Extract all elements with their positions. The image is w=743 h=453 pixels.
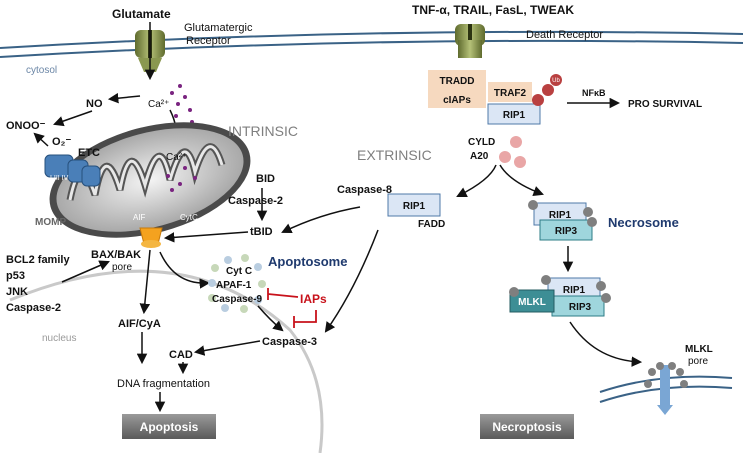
apoptosome-complex-icon [208, 254, 266, 313]
superoxide-label: O₂⁻ [52, 136, 71, 148]
aif-mito-label: AIF [133, 213, 146, 222]
tbid-label: tBID [250, 226, 273, 238]
pore-to-aif-arrow [139, 249, 151, 315]
caspase-2-label: Caspase-2 [228, 195, 283, 207]
nucleus-label: nucleus [42, 333, 76, 344]
mlkl-pore-label: MLKL [685, 344, 713, 355]
casp9-to-casp3-arrow [257, 305, 284, 332]
calcium-mito-label: Ca²⁺ [166, 152, 187, 163]
cyld-label: CYLD [468, 137, 495, 148]
extrinsic-label: EXTRINSIC [357, 147, 432, 163]
mlkl-rip1-label: RIP1 [563, 285, 586, 296]
p53-label: p53 [6, 270, 25, 282]
necrosome-rip1-label: RIP1 [549, 210, 572, 221]
etc-label: ETC [78, 147, 100, 159]
mlkl-to-pore-arrow [569, 321, 643, 367]
iaps-label: IAPs [300, 292, 327, 306]
mlkl-rip3-label: RIP3 [569, 302, 592, 313]
bcl2-to-pore-arrow [61, 260, 110, 283]
plasma-membrane [0, 30, 743, 58]
tradd-label: TRADD [440, 76, 475, 87]
ubiquitin-chain [499, 74, 562, 168]
bcl2-family-label: BCL2 family [6, 254, 70, 266]
bax-bak-label: BAX/BAK [91, 249, 141, 261]
onoo-label: ONOO⁻ [6, 120, 46, 132]
to-necrosome-arrow [499, 164, 544, 196]
death-receptor-label: Death Receptor [526, 29, 603, 41]
apoptosis-label: Apoptosis [140, 420, 199, 434]
necroptosis-banner [480, 414, 574, 439]
nuclear-envelope [9, 269, 324, 453]
o2-to-onoo-arrow [33, 132, 49, 147]
ciaps-label: cIAPs [443, 95, 471, 106]
rip1-survival-box [487, 103, 541, 125]
etc-complex-icon [44, 154, 101, 187]
calcium-mito-ions [166, 166, 197, 192]
dna-fragmentation-label: DNA fragmentation [117, 378, 210, 390]
tradd-complex [428, 70, 532, 108]
bax-bak-pore-icon [139, 227, 163, 248]
fadd-label: FADD [418, 219, 445, 230]
iaps-inhibit-casp3 [294, 310, 317, 323]
bax-bak-pore-label: pore [112, 262, 132, 273]
death-receptor-icon [455, 24, 485, 58]
apoptosome-cytc-label: Cyt C [226, 266, 252, 277]
casp8-to-casp3-arrow [324, 229, 379, 333]
no-label: NO [86, 98, 103, 110]
calcium-to-no-arrow [107, 92, 141, 104]
pro-survival-label: PRO SURVIVAL [628, 99, 702, 110]
death-ligands-label: TNF-α, TRAIL, FasL, TWEAK [412, 3, 574, 17]
momp-label: MOMP [35, 217, 66, 228]
apoptosome-title: Apoptosome [268, 254, 347, 269]
necrosome-title: Necrosome [608, 215, 679, 230]
etc-roman-label: I III IV [50, 175, 69, 182]
caspase-9-label: Caspase-9 [212, 294, 262, 305]
apoptosis-banner [122, 414, 216, 439]
mlkl-label: MLKL [518, 297, 546, 308]
calcium-label: Ca²⁺ [148, 99, 169, 110]
ub-label: Ub [552, 78, 560, 84]
bid-label: BID [256, 173, 275, 185]
cad-label: CAD [169, 349, 193, 361]
mlkl-pore-membrane [599, 362, 733, 415]
necrosome-complex [528, 200, 597, 241]
necrosome-rip3-label: RIP3 [555, 226, 578, 237]
to-rip1-fadd-arrow [456, 164, 497, 197]
apaf-1-label: APAF-1 [216, 280, 252, 291]
pore-to-apoptosome-arrow [159, 251, 211, 289]
rip1-survival-label: RIP1 [503, 110, 526, 121]
cytc-mito-label: CytC [180, 213, 198, 222]
mlkl-pore-sub-label: pore [688, 356, 708, 367]
necroptosis-label: Necroptosis [492, 420, 562, 434]
jnk-label: JNK [6, 286, 28, 298]
aif-cya-label: AIF/CyA [118, 318, 161, 330]
mitochondrion [49, 122, 251, 238]
tbid-to-pore-arrow [163, 231, 249, 243]
caspase-2-stress-label: Caspase-2 [6, 302, 61, 314]
casp3-to-cad-arrow [193, 340, 261, 356]
glutamate-label: Glutamate [112, 7, 171, 21]
glutamate-receptor-line2: Receptor [186, 35, 231, 47]
casp8-to-tbid-arrow [281, 206, 361, 234]
glutamate-receptor-line1: Glutamatergic [184, 22, 253, 34]
traf2-label: TRAF2 [494, 88, 527, 99]
caspase-3-label: Caspase-3 [262, 336, 317, 348]
rip1-extrinsic-label: RIP1 [403, 201, 426, 212]
iaps-inhibit-casp9 [267, 293, 299, 298]
cytosol-label: cytosol [26, 65, 57, 76]
intrinsic-label: INTRINSIC [228, 123, 298, 139]
no-to-onoo-arrow [53, 110, 93, 127]
mlkl-complex [509, 275, 611, 317]
caspase-8-label: Caspase-8 [337, 184, 392, 196]
nfkb-label: NFκB [582, 88, 606, 98]
rip1-fadd-box [387, 193, 441, 217]
a20-label: A20 [470, 151, 489, 162]
